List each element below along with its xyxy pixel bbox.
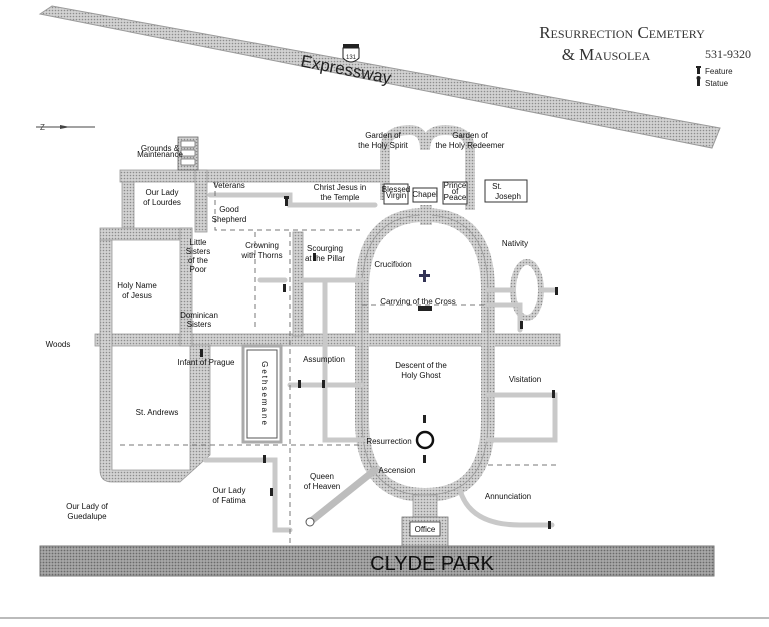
section-ascension[interactable]: Ascension [379,466,416,475]
holy-name-label-2: of Jesus [122,291,152,300]
holy-name-label-1: Holy Name [117,281,157,290]
building-office[interactable]: Office [415,525,436,534]
interstate-shield-icon: 131 [342,44,360,63]
christ-jesus-label-1: Christ Jesus in [314,183,366,192]
dominican-label-1: Dominican [180,311,218,320]
st-joseph-label-2: Joseph [495,192,521,201]
section-gethsemane[interactable]: Gethsemane [260,361,269,427]
section-scourging-pillar[interactable]: Scourging at the Pillar [305,244,345,263]
scourging-label-1: Scourging [307,244,343,253]
woods-label: Woods [46,340,71,349]
section-carrying-cross[interactable]: Carrying of the Cross [380,297,456,306]
phone-number: 531-9320 [705,47,751,61]
queen-heaven-label-1: Queen [310,472,334,481]
prince-peace-label-1: Prince [444,181,467,190]
good-shepherd-label-2: Shepherd [212,215,247,224]
crucifix-feature-icon [419,270,430,282]
blessed-virgin-label-2: Virgin [386,191,406,200]
little-sisters-label-4: Poor [190,265,207,274]
section-crowning-thorns[interactable]: Crowning with Thorns [240,241,282,260]
section-st-andrews[interactable]: St. Andrews [136,408,179,417]
section-little-sisters[interactable]: Little Sisters of the Poor [186,238,210,274]
section-grounds[interactable]: Grounds & Maintenance [137,144,183,159]
grounds-label-1: Grounds & [141,144,180,153]
guadalupe-label-1: Our Lady of [66,502,109,511]
st-andrews-loop [99,239,211,483]
north-arrow-icon: Z [36,123,95,132]
legend-feature-label: Feature [705,67,733,76]
resurrection-feature-icon [415,430,435,450]
section-holy-name[interactable]: Holy Name of Jesus [117,281,157,300]
lourdes-label-1: Our Lady [146,188,179,197]
svg-text:Z: Z [40,123,45,132]
building-blessed-virgin[interactable]: Blessed Virgin [382,185,410,200]
section-christ-jesus-temple[interactable]: Christ Jesus in the Temple [314,183,366,202]
prince-peace-label-2: of [452,187,459,196]
building-prince-peace[interactable]: Prince of Peace [444,181,467,202]
fatima-label-1: Our Lady [213,486,246,495]
holy-spirit-label-2: the Holy Spirit [358,141,409,150]
guadalupe-label-2: Guedalupe [67,512,107,521]
section-garden-holy-redeemer[interactable]: Garden of the Holy Redeemer [436,131,505,150]
feature-legend-icon [696,66,701,74]
holy-redeemer-label-1: Garden of [452,131,488,140]
section-our-lady-fatima[interactable]: Our Lady of Fatima [212,486,246,505]
scourging-label-2: at the Pillar [305,254,345,263]
crowning-label-1: Crowning [245,241,279,250]
section-visitation[interactable]: Visitation [509,375,541,384]
queen-heaven-label-2: of Heaven [304,482,340,491]
cross-feature-icon [418,306,432,311]
clyde-park-road: CLYDE PARK [39,545,715,577]
section-descent-holy-ghost[interactable]: Descent of the Holy Ghost [395,361,447,380]
cemetery-title-line1: Resurrection Cemetery [539,23,705,42]
st-joseph-label-1: St. [492,182,502,191]
descent-label-1: Descent of the [395,361,447,370]
statue-legend-icon [696,76,701,86]
dominican-label-2: Sisters [187,320,211,329]
little-sisters-label-2: Sisters [186,247,210,256]
crowning-label-2: with Thorns [240,251,282,260]
section-dominican-sisters[interactable]: Dominican Sisters [180,311,218,329]
grounds-maintenance-building [177,136,199,171]
section-nativity[interactable]: Nativity [502,239,528,248]
section-good-shepherd[interactable]: Good Shepherd [212,205,247,224]
section-annunciation[interactable]: Annunciation [485,492,531,501]
central-oval-road [355,207,495,503]
lourdes-label-2: of Lourdes [143,198,181,207]
little-sisters-label-1: Little [190,238,207,247]
prince-peace-label-3: Peace [444,193,467,202]
section-queen-heaven[interactable]: Queen of Heaven [304,472,340,491]
clyde-park-label: CLYDE PARK [370,553,494,575]
section-veterans[interactable]: Veterans [213,181,245,190]
holy-spirit-label-1: Garden of [365,131,401,140]
holy-redeemer-label-2: the Holy Redeemer [436,141,505,150]
section-our-lady-guadalupe[interactable]: Our Lady of Guedalupe [66,502,109,521]
fatima-label-2: of Fatima [212,496,246,505]
good-shepherd-label-1: Good [219,205,239,214]
blessed-virgin-label-1: Blessed [382,185,410,194]
section-garden-holy-spirit[interactable]: Garden of the Holy Spirit [358,131,409,150]
section-resurrection[interactable]: Resurrection [366,437,411,446]
section-infant-prague[interactable]: Infant of Prague [178,358,235,367]
section-st-joseph[interactable]: St. Joseph [492,182,521,201]
section-our-lady-lourdes[interactable]: Our Lady of Lourdes [143,188,181,207]
cemetery-title-line2: & Mausolea [562,45,651,64]
little-sisters-label-3: of the [188,256,209,265]
top-road [119,169,386,183]
section-crucifixion[interactable]: Crucifixion [374,260,411,269]
building-chapel[interactable]: Chapel [412,190,438,199]
section-assumption[interactable]: Assumption [303,355,345,364]
descent-label-2: Holy Ghost [401,371,441,380]
legend-statue-label: Statue [705,79,729,88]
statue-markers [200,196,558,529]
christ-jesus-label-2: the Temple [321,193,361,202]
expressway-shield-number: 131 [346,55,357,61]
grounds-label-2: Maintenance [137,150,183,159]
